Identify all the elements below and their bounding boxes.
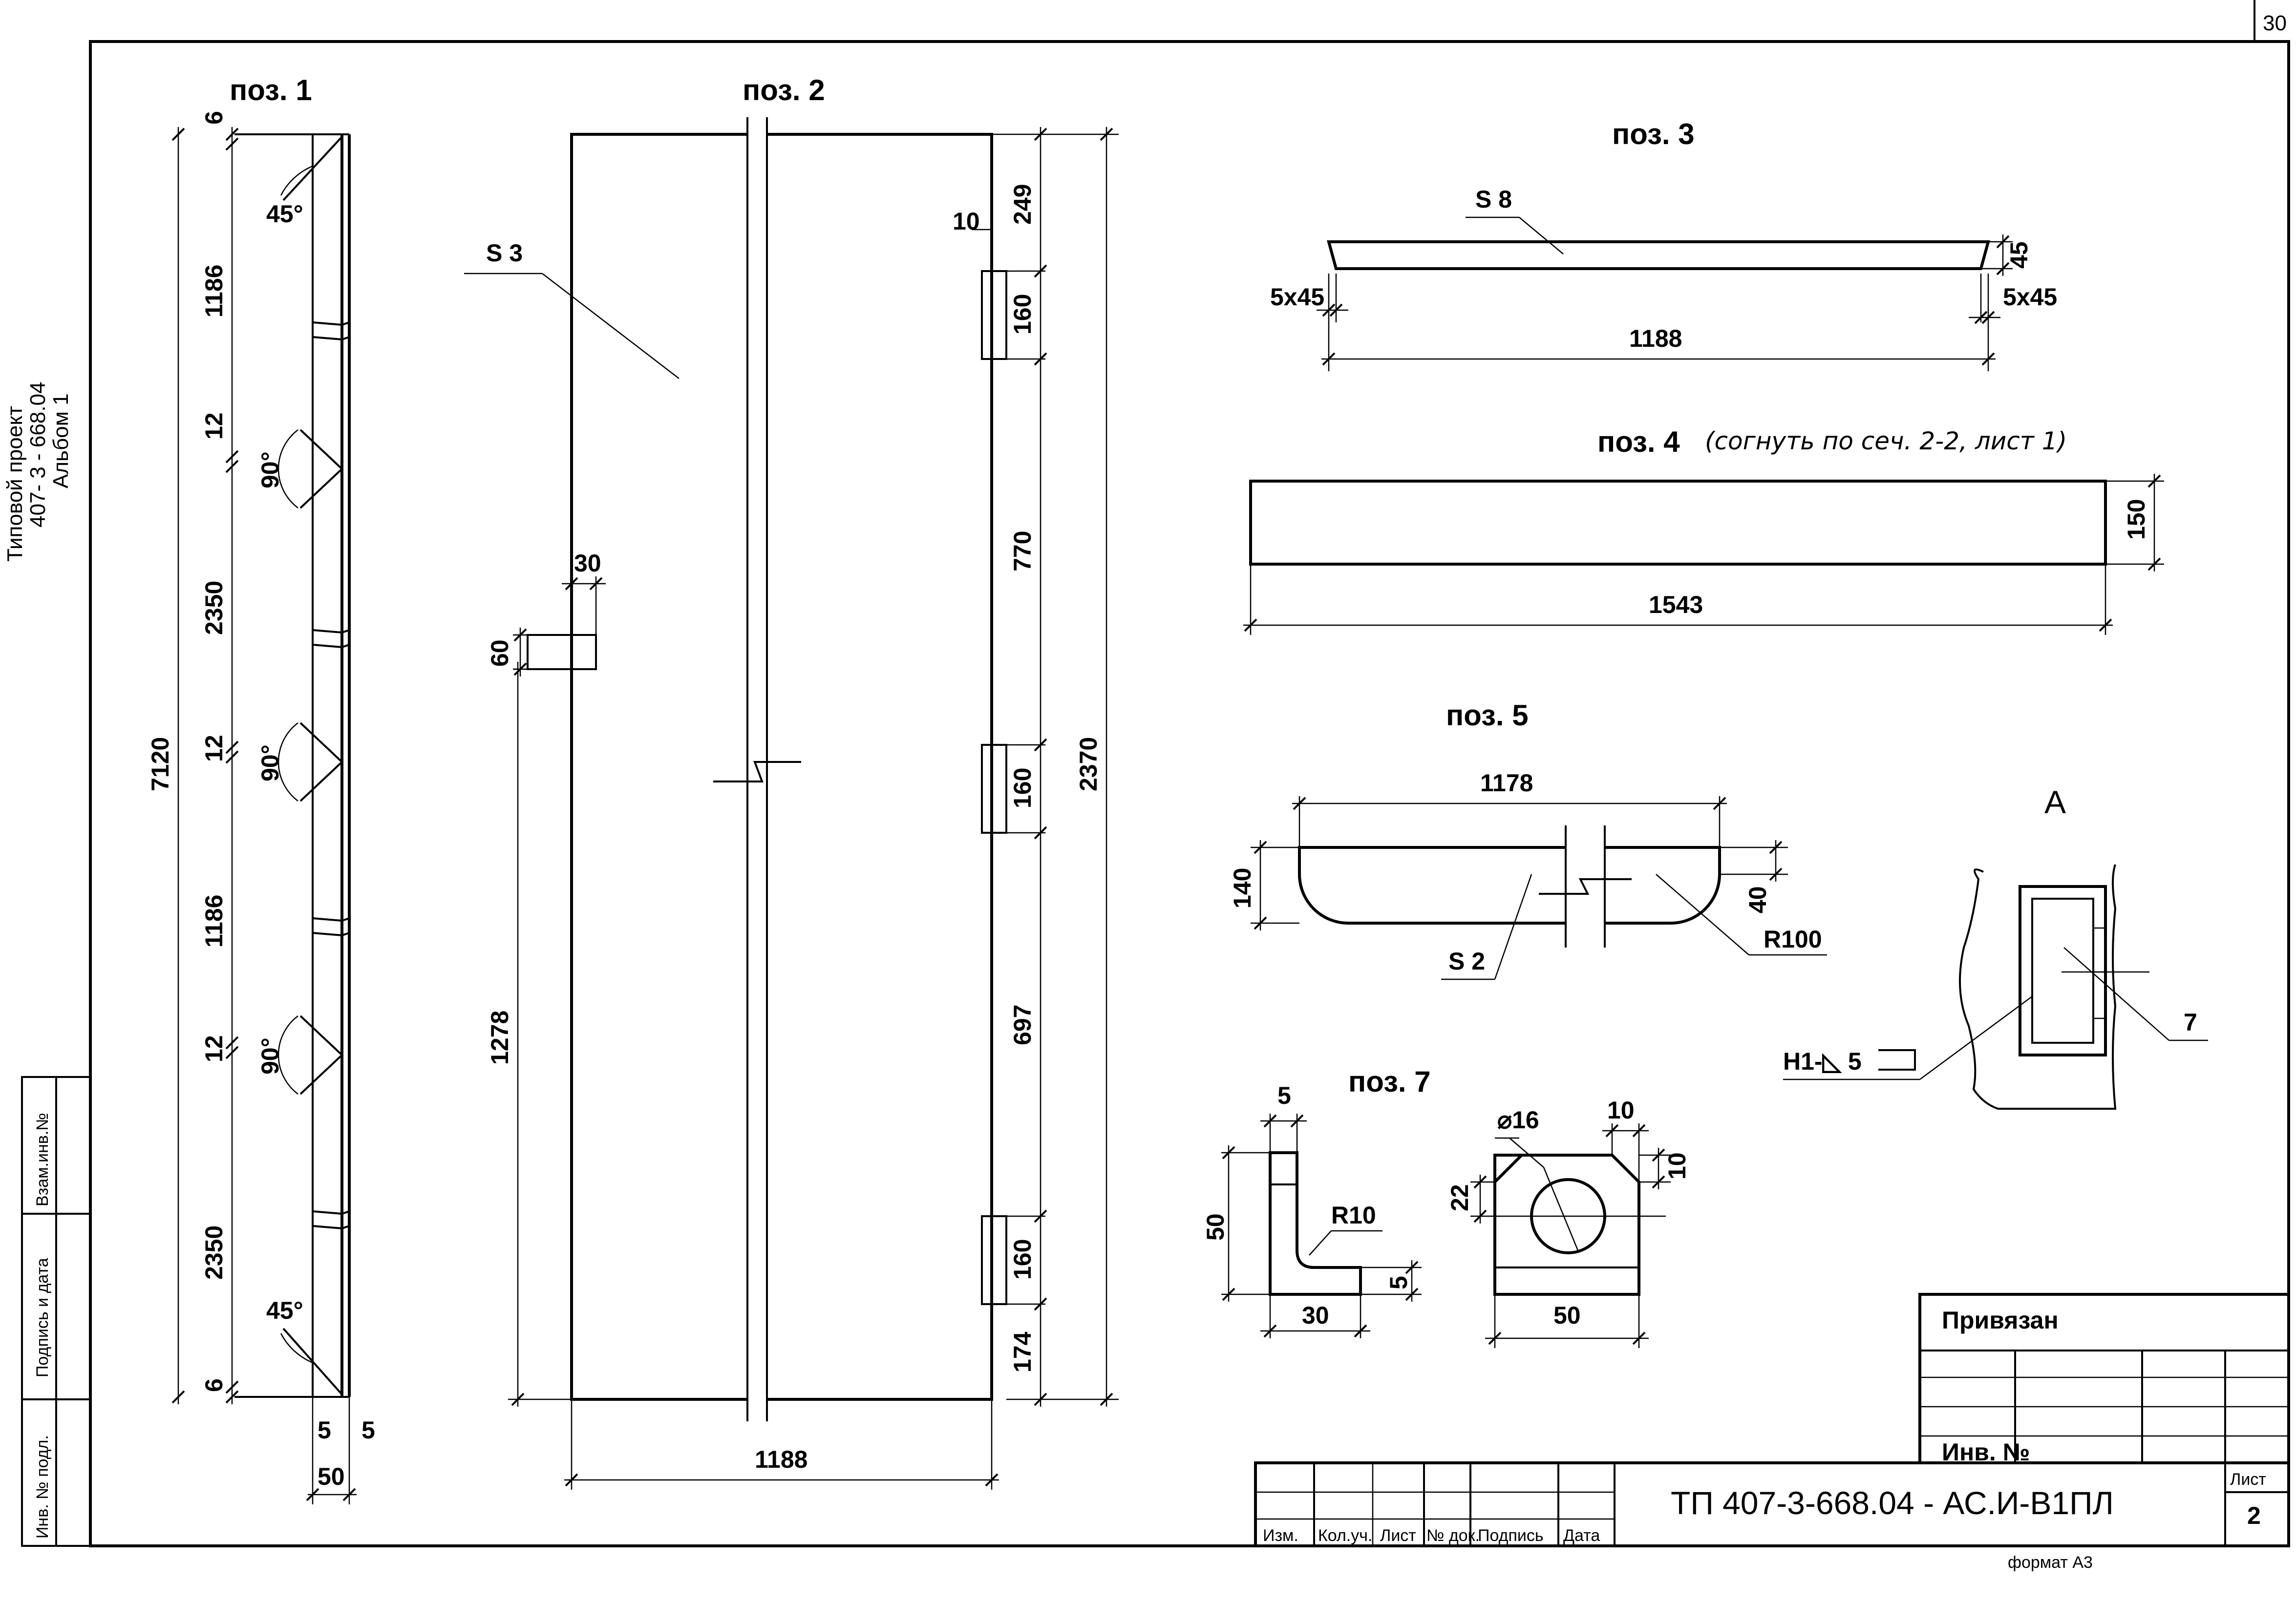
pos4-drawing: поз. 4 (согнуть по сеч. 2-2, лист 1) 150… bbox=[1243, 425, 2164, 635]
pos1-angle-top: 45° bbox=[266, 200, 303, 228]
pos7-drawing: поз. 7 5 50 R10 5 30 bbox=[1202, 1065, 1691, 1348]
sheet-frame: 30 bbox=[89, 0, 2290, 1547]
tb-col-list: Лист bbox=[1380, 1526, 1416, 1545]
tb-format: формат А3 bbox=[2008, 1553, 2093, 1572]
pos2-dim-1278: 1278 bbox=[486, 1011, 513, 1065]
pos3-title: поз. 3 bbox=[1612, 118, 1695, 150]
pos3-chamfer-left: 5x45 bbox=[1270, 283, 1324, 311]
pos2-dim-1188: 1188 bbox=[755, 1446, 808, 1473]
pos2-dim-10: 10 bbox=[953, 208, 980, 235]
pos1-dim-2350b: 2350 bbox=[200, 1225, 228, 1280]
tb-col-koluch: Кол.уч. bbox=[1318, 1526, 1372, 1545]
pos5-dim-1178: 1178 bbox=[1480, 769, 1533, 797]
side-title-line2: 407- 3 - 668.04 bbox=[26, 382, 50, 528]
pos5-title: поз. 5 bbox=[1446, 699, 1529, 732]
pos4-title: поз. 4 bbox=[1597, 425, 1680, 458]
pos7-radius: R10 bbox=[1331, 1202, 1376, 1229]
pos7-dim-5right: 5 bbox=[1385, 1276, 1412, 1289]
pos5-drawing: поз. 5 1178 140 40 R100 S 2 bbox=[1229, 699, 1827, 980]
pos3-dim-45: 45 bbox=[2005, 241, 2033, 269]
pos4-dim-150: 150 bbox=[2123, 499, 2150, 540]
side-title-line1: Типовой проект bbox=[3, 406, 27, 562]
pos1-dim-2350a: 2350 bbox=[200, 581, 228, 635]
side-title: Типовой проект 407- 3 - 668.04 Альбом 1 bbox=[3, 382, 73, 562]
pos7-dim-50: 50 bbox=[1202, 1213, 1229, 1241]
pos5-radius: R100 bbox=[1764, 926, 1822, 953]
tb-col-nodok: № док. bbox=[1426, 1526, 1480, 1545]
pos7-dim-30: 30 bbox=[1302, 1302, 1329, 1329]
pos1-angle-3: 90° bbox=[256, 1037, 284, 1075]
tb-col-izm: Изм. bbox=[1263, 1526, 1298, 1545]
view-a-callout: 7 bbox=[2184, 1009, 2197, 1036]
pos1-drawing: поз. 1 45° 45° 90° 90° 90° bbox=[147, 74, 375, 1504]
pos2-title: поз. 2 bbox=[743, 74, 825, 106]
pos3-drawing: поз. 3 S 8 45 5x45 5x45 1188 bbox=[1270, 118, 2057, 371]
pos4-dim-1543: 1543 bbox=[1649, 591, 1703, 618]
pos7-title: поз. 7 bbox=[1348, 1065, 1431, 1098]
pos1-dim-1186b: 1186 bbox=[200, 895, 228, 948]
pos1-dim-5a: 5 bbox=[318, 1416, 331, 1444]
pos1-dim-total: 7120 bbox=[147, 737, 174, 791]
pos2-dim-174: 174 bbox=[1009, 1331, 1036, 1372]
pos7-dim-10a: 10 bbox=[1607, 1097, 1635, 1124]
pos2-dim-30: 30 bbox=[574, 549, 601, 577]
pos5-dim-40: 40 bbox=[1744, 886, 1771, 913]
pos2-dim-160c: 160 bbox=[1009, 1239, 1036, 1280]
pos3-chamfer-right: 5x45 bbox=[2003, 283, 2057, 311]
pos1-dim-5b: 5 bbox=[361, 1416, 375, 1444]
pos7-dim-5top: 5 bbox=[1277, 1082, 1291, 1109]
pos7-dim-10b: 10 bbox=[1663, 1152, 1691, 1180]
left-stamp: Взам.инв.№ Подпись и дата Инв. № подл. bbox=[21, 1076, 91, 1547]
sheet-number: 30 bbox=[2263, 11, 2287, 35]
pos2-dim-697: 697 bbox=[1009, 1005, 1036, 1045]
pos7-dim-50b: 50 bbox=[1553, 1302, 1581, 1329]
pos1-dim-bottom: 6 bbox=[200, 1378, 228, 1392]
stamp-vzam: Взам.инв.№ bbox=[33, 1113, 52, 1206]
pos4-note: (согнуть по сеч. 2-2, лист 1) bbox=[1705, 427, 2067, 455]
tb-inv-no: Инв. № bbox=[1942, 1438, 2030, 1466]
pos7-dim-22: 22 bbox=[1446, 1184, 1473, 1211]
tb-col-data: Дата bbox=[1563, 1526, 1600, 1545]
pos1-angle-1: 90° bbox=[256, 451, 284, 488]
pos7-diameter: ⌀16 bbox=[1497, 1106, 1539, 1134]
pos1-dim-top: 6 bbox=[200, 111, 228, 125]
side-title-line3: Альбом 1 bbox=[49, 393, 73, 488]
pos2-dim-770: 770 bbox=[1009, 531, 1036, 571]
stamp-podpis: Подпись и дата bbox=[33, 1258, 52, 1377]
tb-list-value: 2 bbox=[2247, 1502, 2261, 1529]
pos1-dim-12a: 12 bbox=[200, 412, 228, 440]
pos1-angle-bottom: 45° bbox=[266, 1297, 303, 1324]
pos1-angle-2: 90° bbox=[256, 744, 284, 781]
tb-list-label: Лист bbox=[2230, 1470, 2266, 1489]
pos2-dim-160b: 160 bbox=[1009, 768, 1036, 808]
pos5-dim-140: 140 bbox=[1229, 868, 1256, 908]
pos2-dim-249: 249 bbox=[1009, 184, 1036, 225]
tb-col-podpis: Подпись bbox=[1478, 1526, 1544, 1545]
pos1-dim-50: 50 bbox=[318, 1463, 345, 1490]
pos1-dim-12c: 12 bbox=[200, 1035, 228, 1062]
stamp-inv: Инв. № подл. bbox=[33, 1435, 52, 1539]
pos3-dim-1188: 1188 bbox=[1629, 325, 1682, 352]
view-a-title: А bbox=[2044, 784, 2066, 820]
view-a-drawing: А 7 Н1-◺ 5 bbox=[1783, 784, 2208, 1110]
tb-designation: ТП 407-3-668.04 - АС.И-В1ПЛ bbox=[1671, 1485, 2114, 1521]
pos3-thickness: S 8 bbox=[1475, 186, 1512, 213]
pos2-thickness: S 3 bbox=[486, 239, 523, 267]
pos1-dim-12b: 12 bbox=[200, 735, 228, 762]
pos2-drawing: поз. 2 S 3 30 60 1278 bbox=[464, 74, 1119, 1490]
tb-privyazan: Привязан bbox=[1942, 1307, 2059, 1334]
pos5-thickness: S 2 bbox=[1448, 948, 1485, 975]
pos2-dim-60: 60 bbox=[486, 639, 513, 667]
pos1-title: поз. 1 bbox=[230, 74, 312, 106]
pos2-dim-2370: 2370 bbox=[1075, 737, 1102, 791]
title-block: Привязан Инв. № Изм. Кол.уч. Лист № док.… bbox=[1254, 1293, 2290, 1572]
view-a-weld: Н1-◺ 5 bbox=[1783, 1048, 1862, 1075]
pos1-dim-1186a: 1186 bbox=[200, 265, 228, 317]
pos2-dim-160a: 160 bbox=[1009, 294, 1036, 335]
